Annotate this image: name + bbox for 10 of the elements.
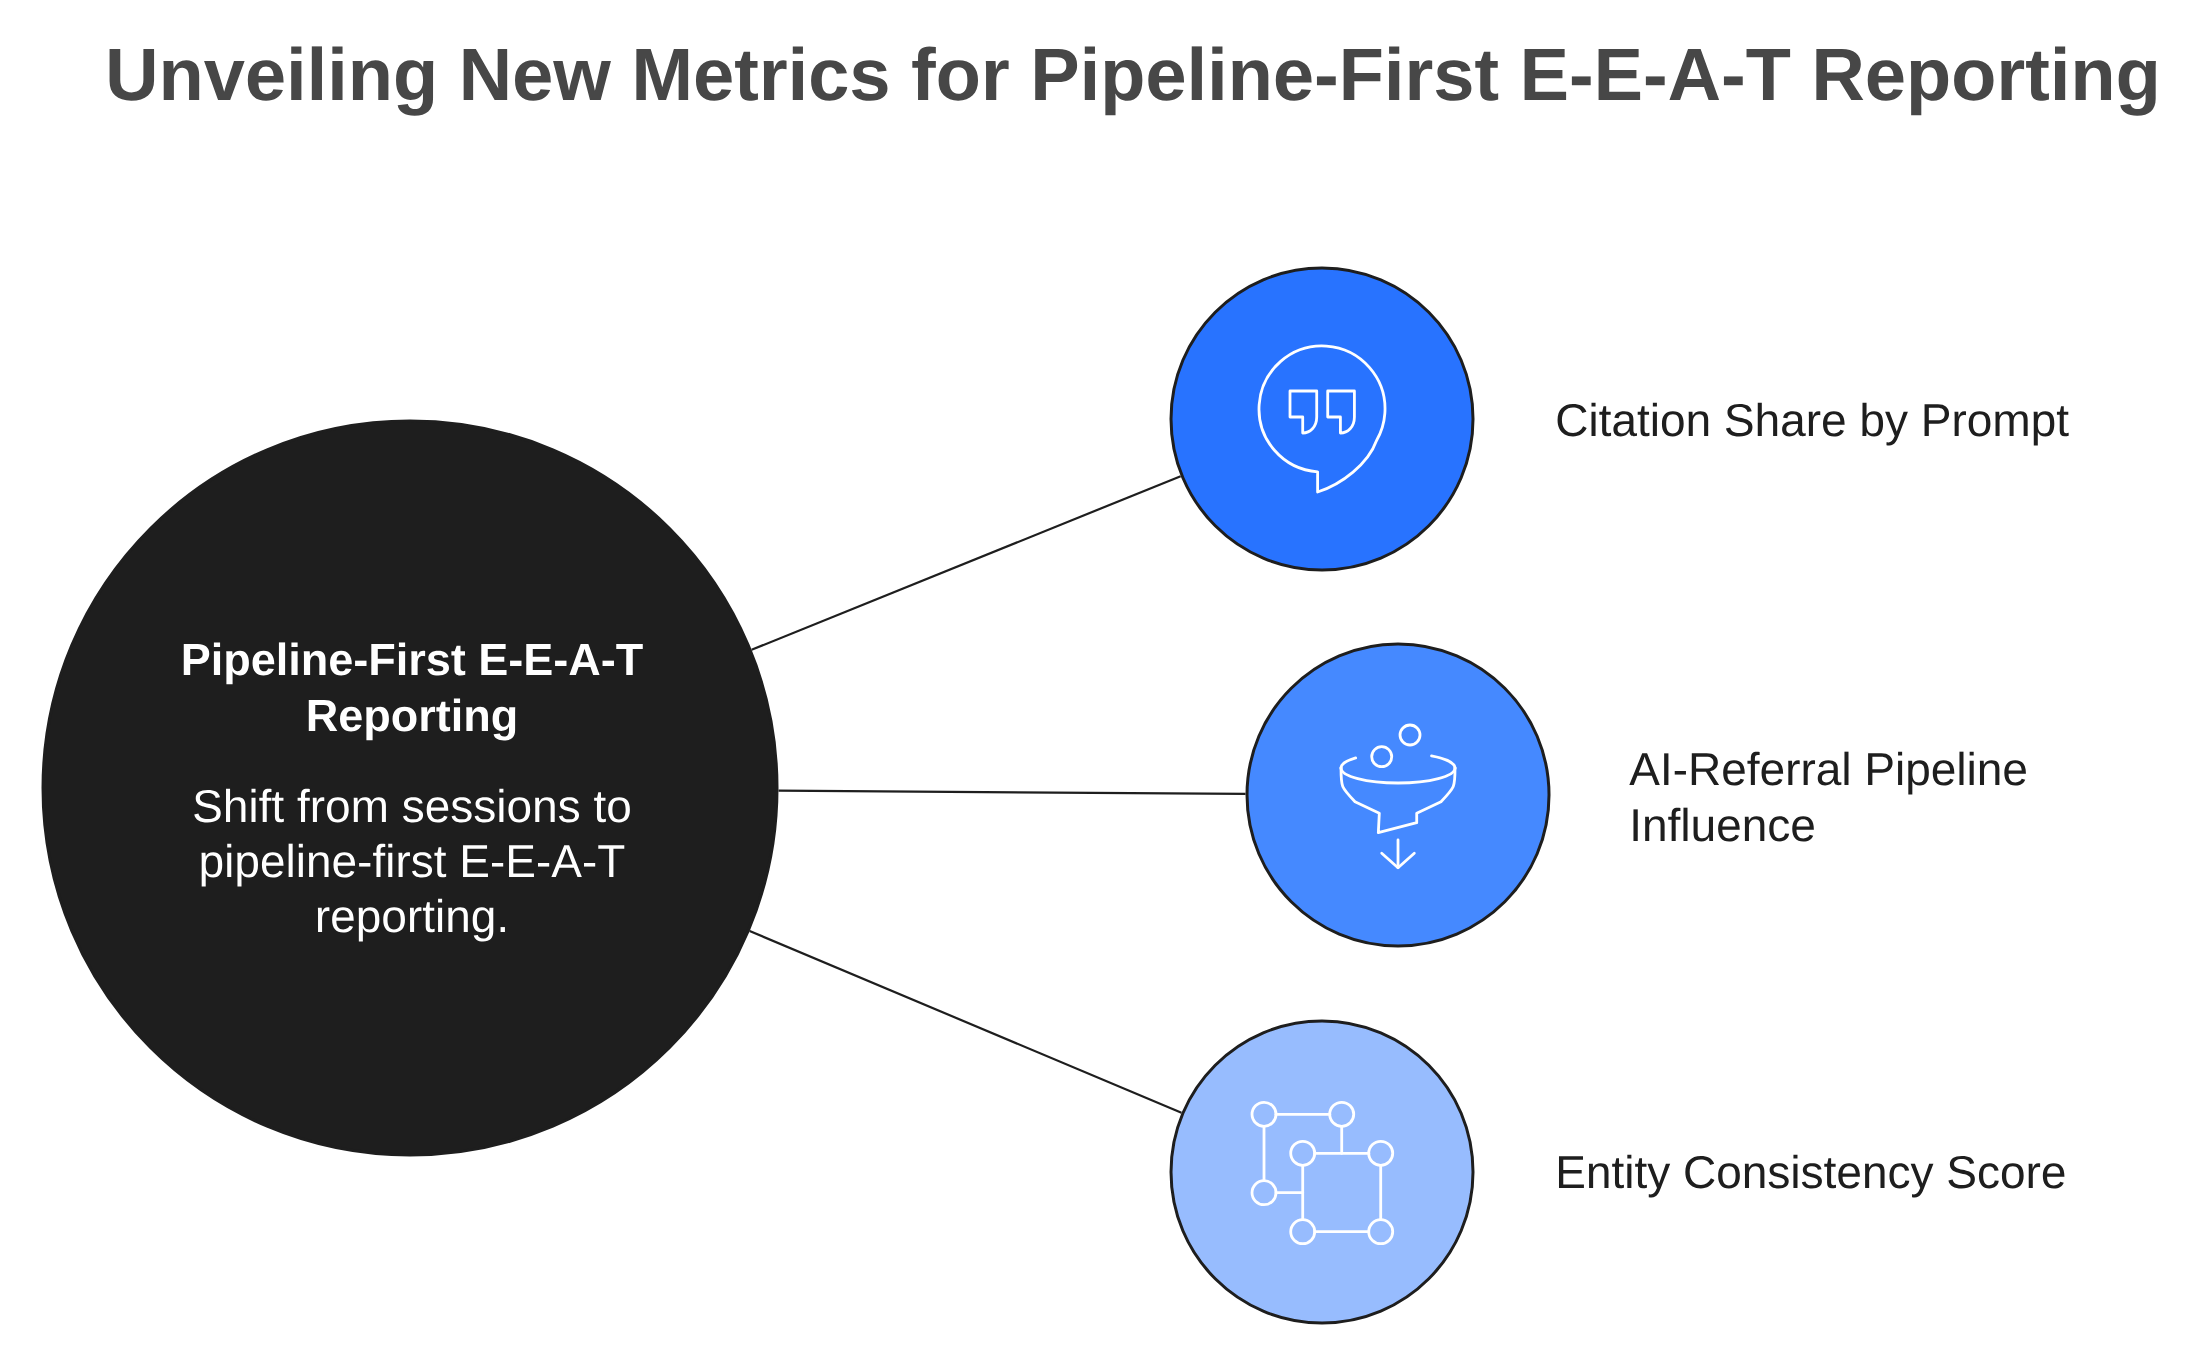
- connector-line: [751, 475, 1182, 651]
- connector-line: [778, 789, 1246, 795]
- description: Shift from sessions to pipeline-first E-E-A-T reporting.: [194, 788, 630, 942]
- circle-node: [41, 419, 779, 1157]
- title: Unveiling New Metrics for Pipeline-First E-E-A-T Reporting: [109, 46, 2156, 116]
- metric-label: Entity Consistency Score: [1559, 1154, 2065, 1198]
- connector-line: [749, 929, 1182, 1114]
- metric-label: Citation Share by Prompt: [1557, 402, 2069, 446]
- metric-label: AI-Referral Pipeline Influence: [1629, 751, 2026, 842]
- heading: Pipeline-First E-E-A-T Reporting: [183, 642, 643, 741]
